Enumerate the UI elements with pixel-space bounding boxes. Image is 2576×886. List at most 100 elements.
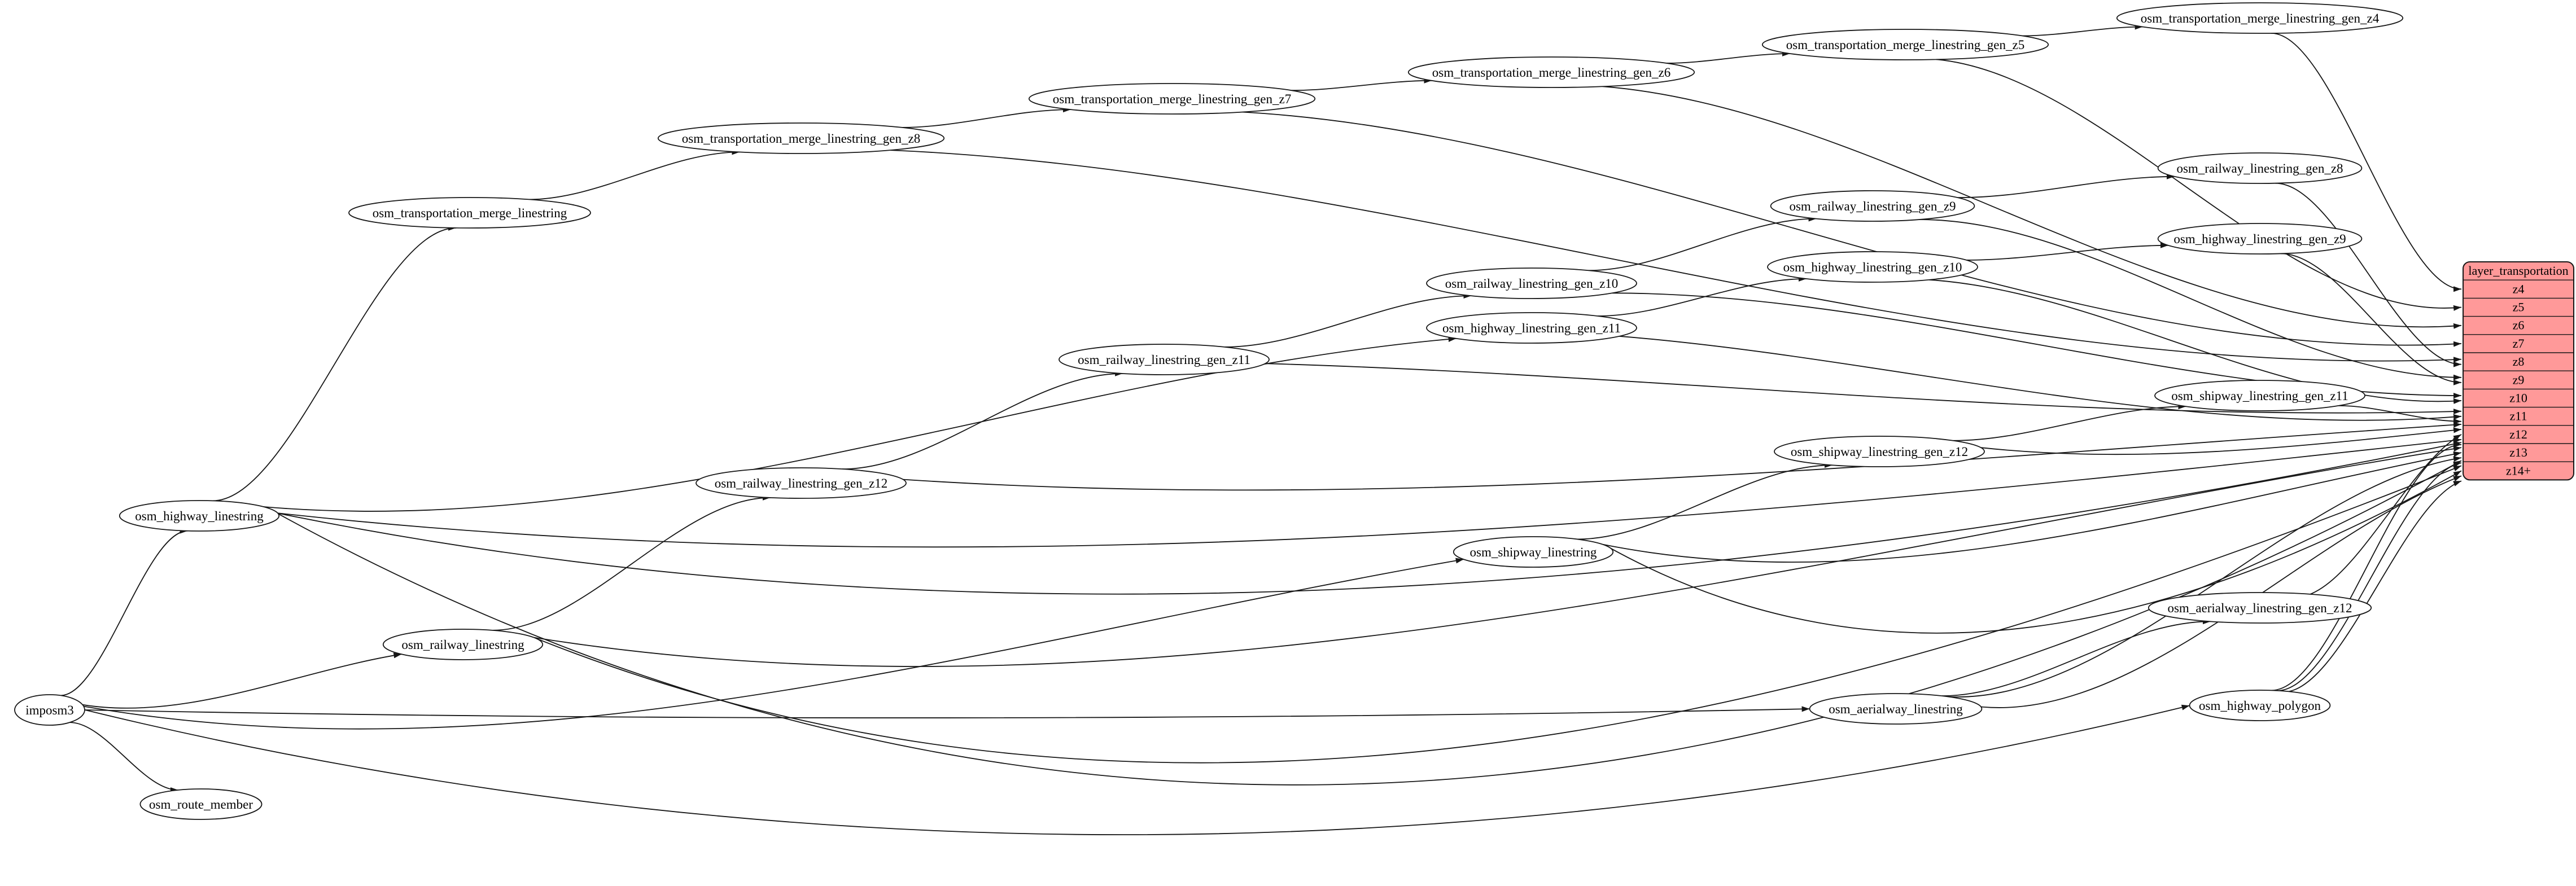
edge-osm_transportation_merge_linestring_gen_z6--osm_transportation_merge_linestring_gen_z5	[1667, 51, 1790, 64]
edge-osm_transportation_merge_linestring_gen_z8--rec-z8	[890, 150, 2462, 363]
node-label-imposm3: imposm3	[25, 703, 74, 717]
edge-imposm3--osm_aerialway_linestring	[84, 706, 1810, 718]
node-label-osm_shipway_linestring: osm_shipway_linestring	[1470, 545, 1597, 559]
edge-osm_shipway_linestring_gen_z12--rec-z12	[1980, 427, 2462, 455]
layer-record-row-z5: z5	[2513, 300, 2525, 314]
layer-transportation-record: layer_transportationz4z5z6z7z8z9z10z11z1…	[2463, 261, 2574, 481]
layer-record-row-z8: z8	[2513, 354, 2525, 369]
node-label-osm_transportation_merge_linestring_gen_z7: osm_transportation_merge_linestring_gen_…	[1053, 92, 1291, 106]
node-osm_shipway_linestring_gen_z12: osm_shipway_linestring_gen_z12	[1774, 436, 1985, 467]
edge-osm_aerialway_linestring--osm_aerialway_linestring_gen_z12	[1941, 619, 2211, 697]
layer-record-row-z14+: z14+	[2506, 463, 2531, 477]
node-label-osm_transportation_merge_linestring_gen_z8: osm_transportation_merge_linestring_gen_…	[682, 131, 920, 146]
node-shape-osm_railway_linestring	[382, 629, 544, 660]
edge-layer	[60, 24, 2462, 835]
node-osm_highway_linestring_gen_z11: osm_highway_linestring_gen_z11	[1426, 312, 1637, 344]
node-shape-osm_transportation_merge_linestring_gen_z7	[1028, 83, 1316, 115]
edge-osm_highway_linestring_gen_z9--rec-z9	[2280, 253, 2462, 385]
node-label-osm_shipway_linestring_gen_z12: osm_shipway_linestring_gen_z12	[1791, 445, 1968, 459]
node-label-osm_highway_polygon: osm_highway_polygon	[2199, 699, 2321, 713]
edge-osm_railway_linestring_gen_z12--osm_railway_linestring_gen_z11	[842, 370, 1123, 470]
layer-record-title: layer_transportation	[2468, 264, 2568, 278]
node-osm_route_member: osm_route_member	[139, 788, 263, 820]
node-shape-osm_aerialway_linestring_gen_z12	[2148, 592, 2372, 624]
edge-imposm3--osm_railway_linestring	[82, 652, 402, 709]
edge-osm_aerialway_linestring--rec-z14+	[1929, 475, 2462, 708]
layer-record-row-z9: z9	[2513, 372, 2525, 387]
node-shape-osm_route_member	[139, 788, 263, 820]
node-osm_railway_linestring_gen_z11: osm_railway_linestring_gen_z11	[1059, 344, 1270, 375]
layer-record-row-z6: z6	[2513, 318, 2525, 332]
edge-osm_railway_linestring_gen_z10--osm_railway_linestring_gen_z9	[1588, 216, 1817, 271]
edge-osm_shipway_linestring--osm_shipway_linestring_gen_z12	[1577, 462, 1832, 540]
node-osm_highway_linestring_gen_z9: osm_highway_linestring_gen_z9	[2157, 223, 2363, 255]
node-label-osm_shipway_linestring_gen_z11: osm_shipway_linestring_gen_z11	[2171, 389, 2348, 403]
edge-imposm3--osm_highway_polygon	[84, 704, 2190, 835]
node-shape-osm_transportation_merge_linestring_gen_z6	[1407, 56, 1695, 88]
edge-osm_highway_polygon--rec-z13	[2272, 461, 2462, 691]
node-label-osm_transportation_merge_linestring_gen_z6: osm_transportation_merge_linestring_gen_…	[1432, 65, 1670, 80]
node-osm_transportation_merge_linestring_gen_z6: osm_transportation_merge_linestring_gen_…	[1407, 56, 1695, 88]
edge-osm_highway_linestring_gen_z11--rec-z11	[1619, 335, 2462, 421]
node-shape-osm_railway_linestring_gen_z12	[696, 467, 907, 499]
edge-osm_shipway_linestring_gen_z12--osm_shipway_linestring_gen_z11	[1953, 403, 2186, 441]
node-shape-osm_shipway_linestring_gen_z12	[1774, 436, 1985, 467]
edge-osm_railway_linestring_gen_z8--rec-z8	[2275, 182, 2462, 367]
layer-record-row-z13: z13	[2509, 445, 2527, 459]
node-osm_aerialway_linestring: osm_aerialway_linestring	[1809, 693, 1983, 725]
edge-osm_highway_linestring_gen_z10--rec-z10	[1929, 279, 2462, 404]
layer-record-row-z10: z10	[2509, 391, 2527, 405]
node-osm_transportation_merge_linestring_gen_z4: osm_transportation_merge_linestring_gen_…	[2116, 2, 2404, 34]
edge-osm_shipway_linestring--rec-z14+	[1605, 470, 2462, 634]
edge-osm_railway_linestring_gen_z9--rec-z9	[1919, 219, 2462, 380]
edge-osm_highway_linestring--rec-z13	[278, 441, 2462, 595]
edge-osm_transportation_merge_linestring_gen_z6--rec-z6	[1602, 86, 2462, 329]
node-shape-osm_highway_linestring	[119, 500, 280, 532]
edge-osm_railway_linestring_gen_z12--rec-z12	[903, 422, 2462, 491]
node-shape-osm_transportation_merge_linestring_gen_z8	[657, 122, 945, 154]
node-osm_aerialway_linestring_gen_z12: osm_aerialway_linestring_gen_z12	[2148, 592, 2372, 624]
node-shape-osm_shipway_linestring	[1453, 536, 1614, 568]
node-osm_transportation_merge_linestring: osm_transportation_merge_linestring	[348, 197, 591, 229]
node-shape-osm_shipway_linestring_gen_z11	[2154, 380, 2365, 411]
node-label-osm_transportation_merge_linestring: osm_transportation_merge_linestring	[373, 206, 567, 220]
edge-osm_railway_linestring--osm_railway_linestring_gen_z12	[492, 494, 771, 631]
layer-record-row-z7: z7	[2513, 336, 2525, 350]
edge-osm_highway_linestring_gen_z10--osm_highway_linestring_gen_z9	[1966, 242, 2168, 261]
node-layer: imposm3 osm_route_member osm_highway_lines…	[14, 2, 2404, 820]
edge-osm_shipway_linestring_gen_z11--rec-z11	[2338, 405, 2462, 424]
node-osm_railway_linestring: osm_railway_linestring	[382, 629, 544, 660]
node-shape-osm_highway_linestring_gen_z10	[1767, 251, 1978, 283]
edge-osm_railway_linestring_gen_z11--rec-z11	[1265, 363, 2462, 415]
node-osm_transportation_merge_linestring_gen_z7: osm_transportation_merge_linestring_gen_…	[1028, 83, 1316, 115]
edge-imposm3--osm_highway_linestring	[60, 528, 188, 696]
node-label-osm_railway_linestring_gen_z10: osm_railway_linestring_gen_z10	[1445, 277, 1619, 291]
node-label-osm_aerialway_linestring: osm_aerialway_linestring	[1829, 702, 1963, 716]
node-label-osm_highway_linestring_gen_z11: osm_highway_linestring_gen_z11	[1442, 321, 1621, 335]
node-imposm3: imposm3	[14, 694, 85, 726]
edge-osm_highway_linestring--osm_highway_linestring_gen_z11	[263, 336, 1457, 512]
node-label-osm_railway_linestring_gen_z11: osm_railway_linestring_gen_z11	[1078, 353, 1250, 367]
layer-record-row-z4: z4	[2513, 282, 2525, 296]
node-shape-osm_transportation_merge_linestring	[348, 197, 591, 229]
node-label-osm_highway_linestring_gen_z10: osm_highway_linestring_gen_z10	[1783, 260, 1962, 274]
edge-osm_railway_linestring_gen_z11--osm_railway_linestring_gen_z10	[1224, 293, 1472, 348]
node-label-osm_railway_linestring_gen_z8: osm_railway_linestring_gen_z8	[2176, 161, 2343, 176]
node-osm_shipway_linestring: osm_shipway_linestring	[1453, 536, 1614, 568]
node-osm_shipway_linestring_gen_z11: osm_shipway_linestring_gen_z11	[2154, 380, 2365, 411]
node-osm_highway_linestring: osm_highway_linestring	[119, 500, 280, 532]
edge-osm_railway_linestring_gen_z9--osm_railway_linestring_gen_z8	[1958, 173, 2175, 199]
node-label-osm_railway_linestring: osm_railway_linestring	[401, 638, 524, 652]
edge-osm_railway_linestring--rec-z13	[533, 446, 2462, 667]
edge-osm_transportation_merge_linestring_gen_z5--rec-z5	[1936, 59, 2462, 311]
node-shape-osm_highway_polygon	[2189, 690, 2331, 721]
node-shape-osm_railway_linestring_gen_z10	[1426, 267, 1637, 299]
node-shape-osm_aerialway_linestring	[1809, 693, 1983, 725]
edge-osm_highway_linestring--rec-z12	[278, 437, 2462, 548]
node-osm_transportation_merge_linestring_gen_z8: osm_transportation_merge_linestring_gen_…	[657, 122, 945, 154]
edge-osm_highway_linestring_gen_z11--osm_highway_linestring_gen_z10	[1598, 276, 1807, 317]
node-shape-osm_highway_linestring_gen_z9	[2157, 223, 2363, 255]
node-label-osm_transportation_merge_linestring_gen_z4: osm_transportation_merge_linestring_gen_…	[2141, 11, 2380, 25]
edge-imposm3--osm_shipway_linestring	[84, 558, 1464, 730]
